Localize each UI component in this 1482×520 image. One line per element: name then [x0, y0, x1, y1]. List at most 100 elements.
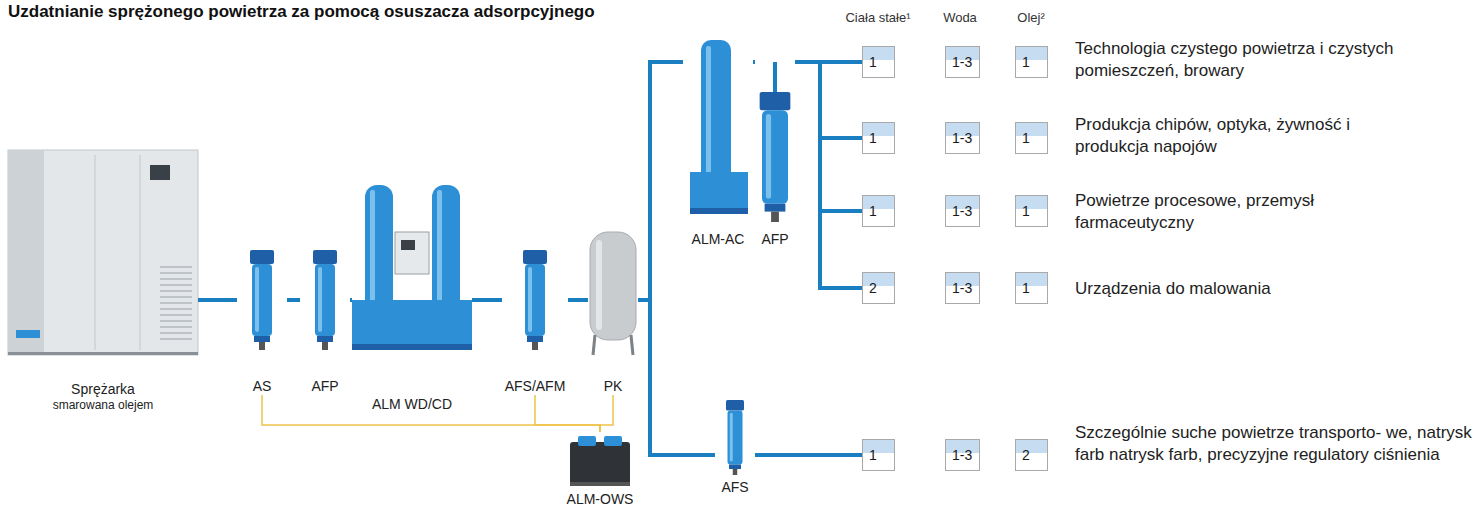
- filter-node: AFS/AFM: [502, 245, 568, 395]
- class-number: 1: [1022, 279, 1030, 297]
- air-pipe: [350, 298, 352, 302]
- illustration-part: [593, 335, 595, 355]
- illustration-part: [690, 172, 748, 214]
- illustration-part: [773, 62, 777, 92]
- quality-class-box: 2: [1015, 439, 1048, 471]
- class-number: 1: [1022, 129, 1030, 147]
- air-pipe: [755, 453, 862, 457]
- quality-class-box: 1-3: [945, 122, 980, 154]
- illustration-part: [578, 436, 596, 446]
- quality-class-box: 1: [1015, 46, 1048, 78]
- illustration-part: [160, 265, 192, 340]
- illustration-part: [759, 92, 790, 222]
- illustration-part: [395, 232, 429, 274]
- illustration-part: [352, 344, 472, 350]
- class-number: 2: [1022, 446, 1030, 464]
- illustration-part: [432, 185, 460, 315]
- condensate-line: [262, 395, 600, 432]
- filter-node: AFP: [755, 55, 795, 248]
- filter-node: AFP: [300, 245, 350, 395]
- air-pipe: [638, 62, 683, 300]
- quality-class-box: 1-3: [945, 195, 980, 227]
- diagram-title: Uzdatnianie sprężonego powietrza za pomo…: [8, 2, 595, 22]
- class-number: 1: [869, 202, 877, 220]
- illustration-part: [370, 190, 375, 305]
- component-label: AFS/AFM: [505, 377, 566, 395]
- quality-class-box: 1: [1015, 122, 1048, 154]
- class-number: 1: [1022, 202, 1030, 220]
- dryer-node: ALM WD/CD: [352, 185, 472, 413]
- class-number: 1: [869, 446, 877, 464]
- class-number: 1: [869, 129, 877, 147]
- quality-class-box: 1: [862, 439, 895, 471]
- oil-water-separator-drawing: [570, 436, 630, 486]
- air-pipe: [287, 298, 300, 302]
- class-number: 1-3: [952, 53, 972, 71]
- component-label: PK: [604, 377, 623, 395]
- class-number: 1-3: [952, 202, 972, 220]
- component-label: ALM-OWS: [567, 490, 634, 508]
- air-pipe: [753, 60, 755, 64]
- condensate-line: [535, 395, 600, 432]
- illustration-part: [726, 400, 744, 475]
- illustration-part: [150, 165, 170, 180]
- quality-class-box: 1-3: [945, 46, 980, 78]
- quality-class-box: 1-3: [945, 272, 980, 304]
- illustration-part: [401, 240, 415, 250]
- class-number: 1-3: [952, 279, 972, 297]
- class-number: 1: [1022, 53, 1030, 71]
- class-number: 1-3: [952, 446, 972, 464]
- component-label: ALM-AC: [692, 230, 745, 248]
- filter-node: AS: [237, 245, 287, 395]
- illustration-part: [570, 442, 630, 486]
- application-note: Urządzenia do malowania: [1075, 278, 1405, 300]
- illustration-part: [590, 232, 636, 340]
- illustration-part: [8, 150, 198, 355]
- air-pipe: [638, 300, 715, 455]
- illustration-part: [596, 240, 602, 330]
- air-pipe: [472, 298, 502, 302]
- filter-node: AFS: [715, 398, 755, 496]
- adsorber-node: ALM-AC: [683, 40, 753, 248]
- component-label: AFP: [761, 230, 788, 248]
- component-label: AFP: [311, 377, 338, 395]
- illustration-part: [570, 482, 630, 486]
- application-note: Szczególnie suche powietrze transporto- …: [1075, 422, 1475, 466]
- compressor-node: Sprężarkasmarowana olejem: [8, 150, 198, 413]
- illustration-part: [140, 155, 141, 350]
- air-pipe: [795, 62, 862, 138]
- illustration-part: [437, 190, 442, 305]
- compressor-drawing: [8, 150, 198, 355]
- class-number: 1-3: [952, 129, 972, 147]
- quality-class-box: 1-3: [945, 439, 980, 471]
- component-label: AFS: [721, 478, 748, 496]
- quality-class-box: 1: [862, 195, 895, 227]
- activated-carbon-adsorber-drawing: [690, 40, 748, 214]
- air-pipe: [198, 298, 237, 302]
- column-header: Woda: [943, 10, 977, 25]
- separator-node: ALM-OWS: [560, 432, 640, 508]
- quality-class-box: 1: [1015, 195, 1048, 227]
- filter-drawing: [726, 62, 791, 475]
- illustration-part: [95, 155, 96, 350]
- receiver-node: PK: [588, 232, 638, 395]
- illustration-part: [313, 250, 337, 350]
- component-label: AS: [253, 377, 272, 395]
- illustration-part: [8, 352, 198, 355]
- illustration-part: [604, 436, 622, 446]
- illustration-part: [701, 40, 731, 190]
- application-note: Technologia czystego powietrza i czystyc…: [1075, 38, 1405, 82]
- air-pipe: [568, 298, 588, 302]
- class-number: 1: [869, 53, 877, 71]
- quality-class-box: 1: [862, 46, 895, 78]
- air-pipe: [795, 62, 862, 211]
- illustration-part: [8, 150, 44, 355]
- column-header: Ciała stałe¹: [845, 10, 910, 25]
- quality-class-box: 1: [862, 122, 895, 154]
- illustration-part: [690, 208, 748, 214]
- quality-class-box: 1: [1015, 272, 1048, 304]
- application-note: Powietrze procesowe, przemysł farmaceuty…: [1075, 190, 1405, 234]
- quality-class-box: 2: [862, 272, 895, 304]
- component-label: smarowana olejem: [53, 398, 154, 413]
